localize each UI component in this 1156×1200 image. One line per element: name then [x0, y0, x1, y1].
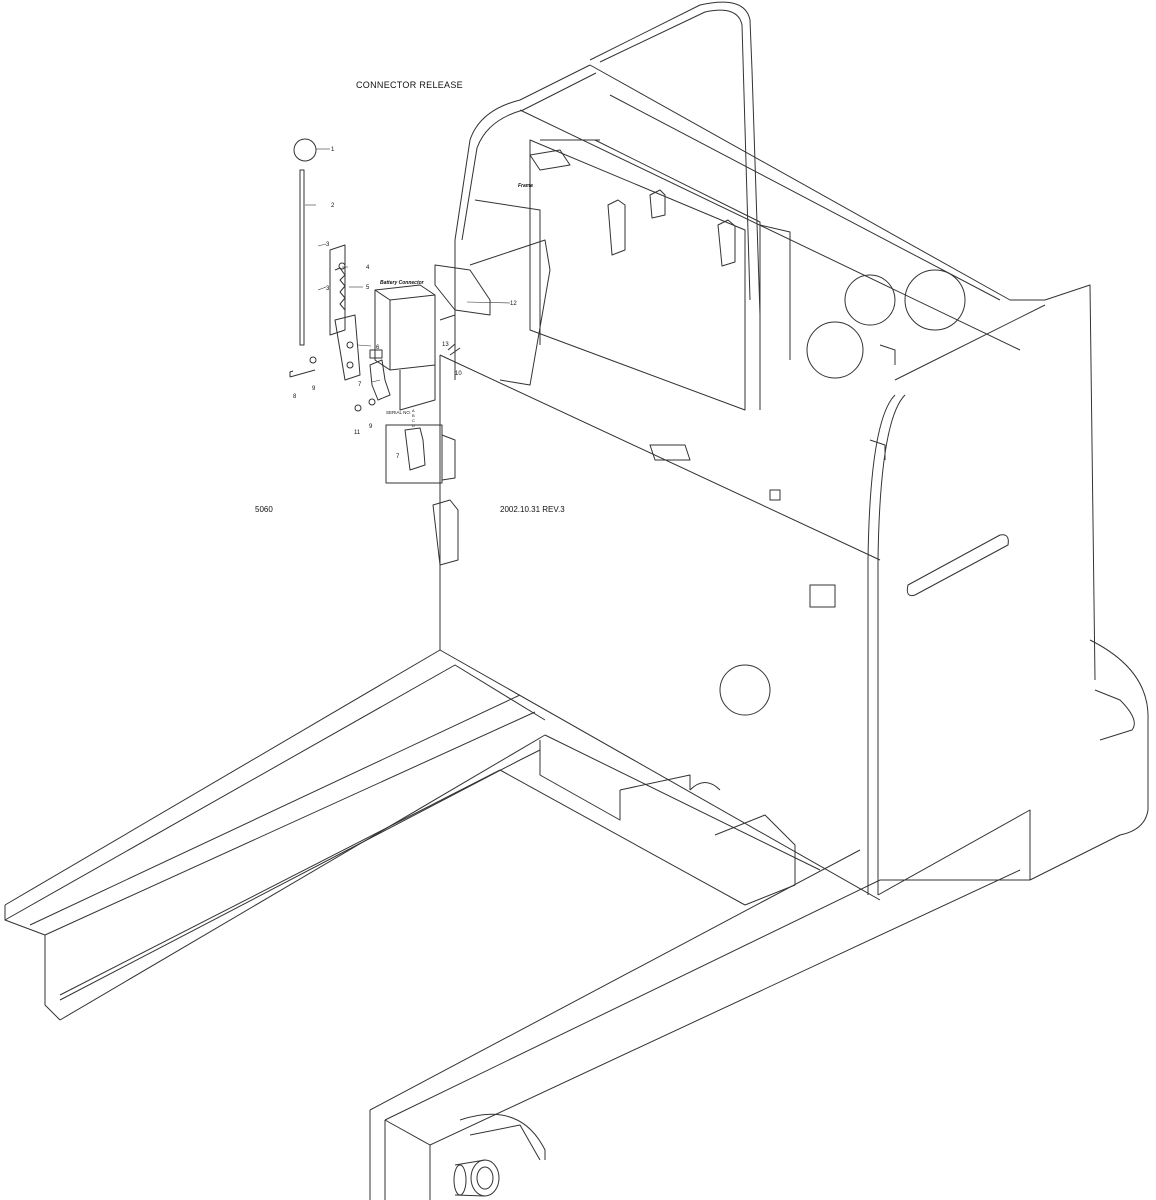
- callout-6: 6: [376, 345, 380, 351]
- callout-13: 13: [442, 342, 449, 348]
- exploded-parts: [289, 138, 551, 566]
- serial-line-b: B: [412, 413, 415, 418]
- release-rod: [299, 169, 305, 346]
- frame-label: Frame: [518, 183, 533, 189]
- left-fork-rail: [4, 649, 821, 1021]
- callout-3a: 3: [326, 242, 330, 248]
- callout-8: 8: [293, 394, 297, 400]
- callout-labels: 1 2 3 4 5 3 6 7 8 9 9 10 11 12 13 7: [293, 147, 517, 460]
- callout-3b: 3: [326, 286, 330, 292]
- callout-11: 11: [354, 430, 361, 436]
- serial-line-a: A: [412, 408, 415, 413]
- callout-1: 1: [331, 147, 335, 153]
- serial-line-d: D: [412, 423, 415, 428]
- revision-label: 2002.10.31 REV.3: [500, 505, 565, 514]
- callout-10: 10: [455, 371, 462, 377]
- callout-7b: 7: [396, 454, 400, 460]
- callout-7a: 7: [358, 382, 362, 388]
- callout-5: 5: [366, 285, 370, 291]
- callout-4: 4: [366, 265, 370, 271]
- right-fork-rail: [369, 849, 1030, 1200]
- battery-connector-label: Battery Connector: [380, 280, 425, 286]
- serial-line-c: C: [412, 418, 415, 423]
- callout-12: 12: [510, 301, 517, 307]
- release-knob: [293, 138, 317, 162]
- drawing-code: 5060: [255, 505, 273, 514]
- callout-2: 2: [331, 203, 335, 209]
- serial-no-label: SERIAL NO.: [386, 410, 411, 415]
- inner-plates: [474, 139, 966, 716]
- part-annotations: Battery Connector Frame SERIAL NO. A B C…: [380, 183, 533, 428]
- drawing-title: CONNECTOR RELEASE: [356, 80, 463, 90]
- callout-9a: 9: [312, 386, 316, 392]
- truck-frame: [439, 1, 1149, 901]
- callout-leaders: [305, 148, 511, 383]
- callout-9b: 9: [369, 424, 373, 430]
